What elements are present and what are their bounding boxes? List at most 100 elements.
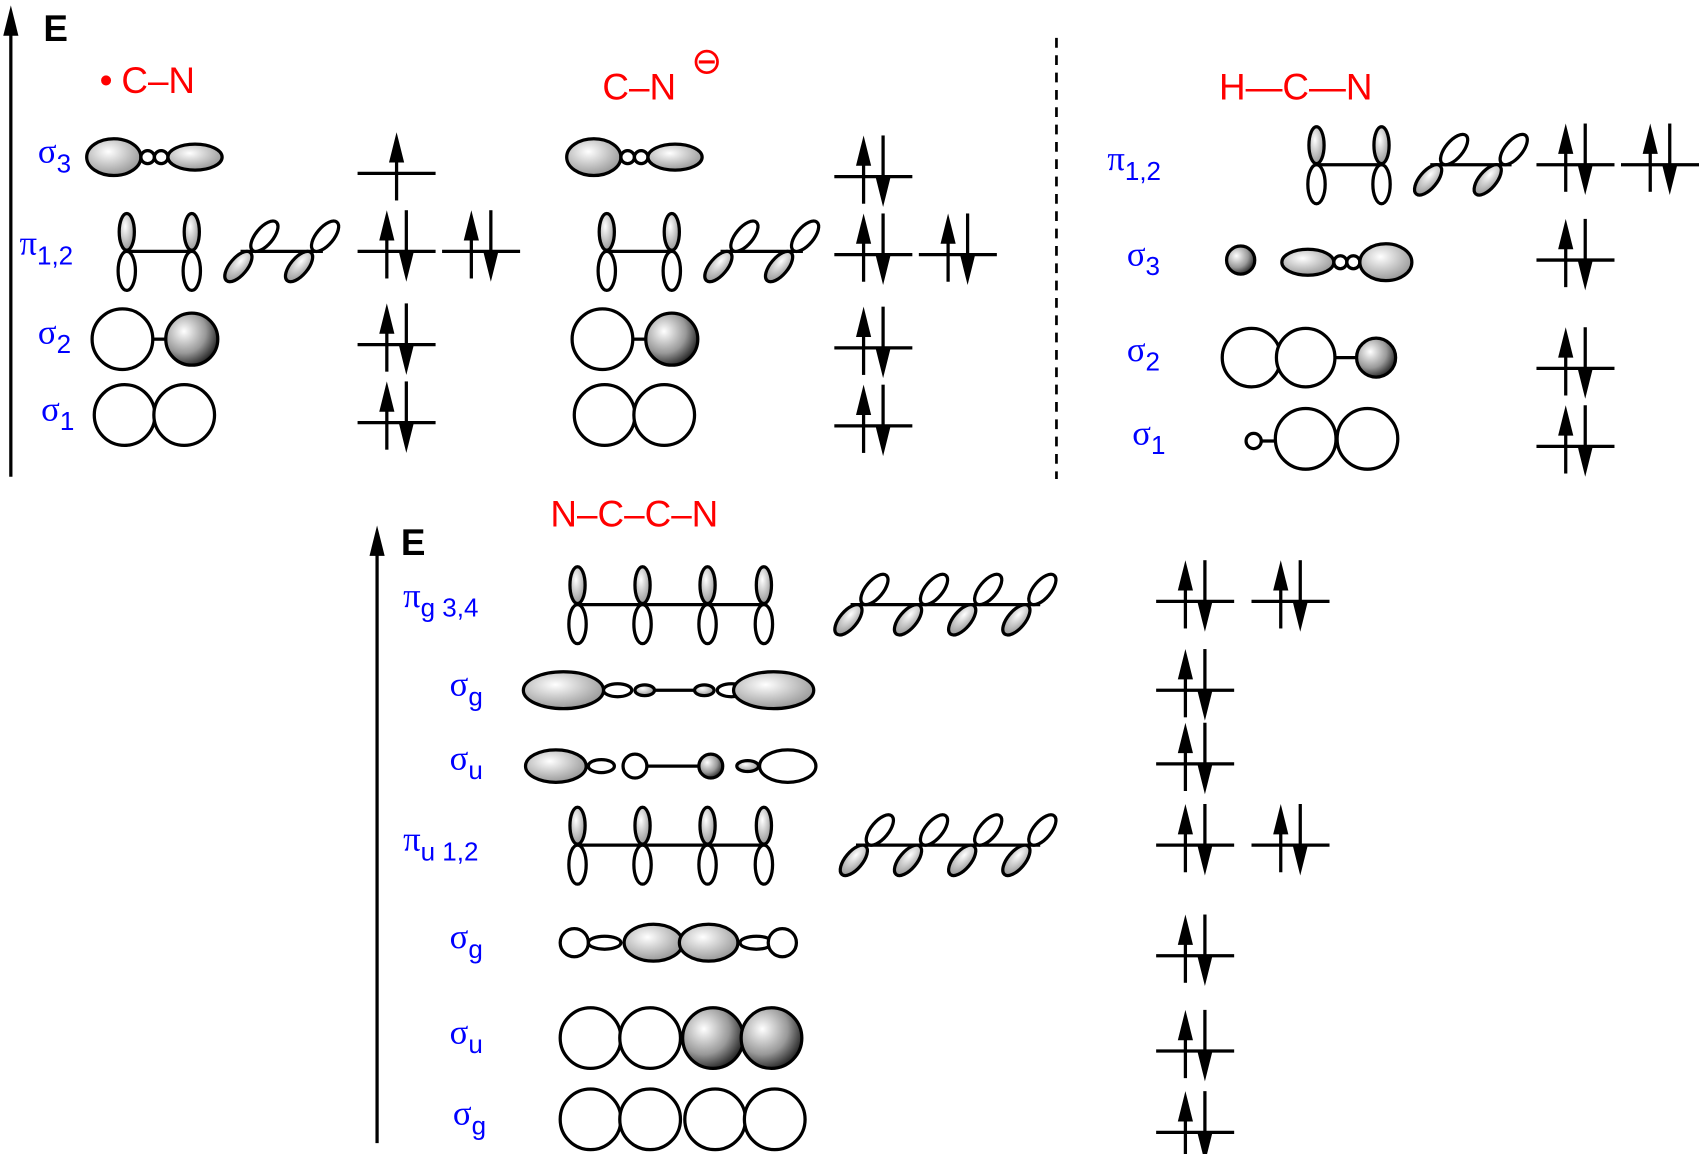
orbital-symbol: π — [403, 577, 421, 615]
sigma-lobe-icon — [166, 142, 224, 172]
tilted-p-lobe-icon — [1001, 603, 1032, 637]
tilted-p-lobe-icon — [1472, 163, 1503, 197]
orbital-subscript: g — [472, 1110, 486, 1140]
node-loop-icon — [152, 148, 170, 166]
p-orbital-lobe-icon — [1306, 163, 1327, 206]
orbital-subscript: g — [468, 934, 482, 964]
orbital-symbol: π — [20, 225, 37, 263]
orbital-subscript: u 1,2 — [421, 836, 479, 866]
spin-down-arrow-head — [1197, 1051, 1213, 1082]
filled-sphere-icon — [1224, 244, 1257, 276]
orbital-subscript: u — [468, 755, 482, 785]
tilted-p-lobe-icon — [703, 249, 734, 284]
orbital-symbol: π — [1107, 140, 1125, 178]
tilted-p-lobe-icon — [223, 249, 254, 284]
spin-up-arrow-head — [856, 384, 872, 416]
orbital-label: σ3 — [38, 133, 71, 179]
tilted-p-lobe-icon — [972, 813, 1004, 847]
orbital-symbol: σ — [450, 739, 469, 777]
p-orbital-lobe-icon — [1371, 163, 1392, 206]
orbital-subscript: 2 — [57, 329, 71, 359]
tilted-p-lobe-icon — [1027, 572, 1058, 607]
orbital-subscript: 3 — [57, 148, 71, 178]
spin-down-arrow-head — [398, 251, 414, 282]
spin-down-arrow-head — [875, 347, 891, 379]
p-orbital-lobe-icon — [662, 211, 682, 252]
energy-level — [1536, 218, 1615, 288]
orbital-symbol: σ — [1127, 331, 1146, 369]
p-orbital-lobe-icon — [753, 843, 775, 886]
energy-level — [1536, 123, 1615, 192]
orbital-label: σ2 — [38, 313, 71, 359]
tilted-p-lobe-icon — [1412, 163, 1444, 197]
orbital-symbol: σ — [38, 133, 57, 171]
tilted-p-lobe-icon — [833, 603, 864, 637]
orbital-label: σu — [450, 1013, 483, 1059]
orbital-subscript: g 3,4 — [421, 593, 479, 623]
filled-sphere-icon — [164, 311, 220, 367]
molecule-title: C–N — [602, 67, 676, 108]
energy-level — [1156, 914, 1235, 983]
p-orbital-lobe-icon — [567, 603, 588, 646]
open-sphere-icon — [558, 1087, 623, 1152]
orbital-symbol: σ — [38, 313, 57, 351]
p-orbital-lobe-icon — [753, 603, 775, 646]
tilted-p-lobe-icon — [283, 249, 315, 284]
tilted-p-lobe-icon — [729, 219, 760, 254]
energy-level — [834, 213, 913, 282]
energy-axis-label: E — [401, 522, 426, 563]
spin-down-arrow-head — [1662, 164, 1678, 196]
node-loop-icon — [619, 148, 637, 166]
open-sphere-icon — [621, 752, 649, 780]
orbital-label: σ1 — [41, 390, 74, 436]
p-orbital-lobe-icon — [1372, 125, 1391, 166]
energy-level — [834, 135, 913, 204]
molecule-title: N–C–C–N — [550, 494, 718, 535]
p-orbital-lobe-icon — [567, 843, 588, 886]
spin-up-arrow-head — [1177, 1009, 1193, 1041]
orbital-subscript: g — [468, 681, 482, 711]
orbital-subscript: 1 — [60, 406, 74, 436]
spin-down-arrow-head — [483, 251, 499, 282]
spin-up-arrow-head — [1177, 560, 1193, 591]
spin-down-arrow-head — [960, 254, 976, 285]
orbital-label: πu 1,2 — [403, 821, 478, 867]
energy-level — [1156, 649, 1235, 718]
sigma-lobe-icon — [1358, 242, 1414, 283]
open-sphere-icon — [1244, 431, 1263, 451]
spin-down-arrow-head — [1577, 368, 1593, 399]
open-sphere-icon — [1273, 406, 1338, 471]
spin-up-arrow-head — [1273, 560, 1289, 591]
spin-down-arrow-head — [1577, 260, 1593, 291]
spin-down-arrow-head — [1197, 845, 1213, 876]
spin-up-arrow-head — [1642, 123, 1658, 154]
orbital-subscript: 1,2 — [37, 240, 73, 270]
p-orbital-lobe-icon — [698, 565, 717, 606]
energy-level — [357, 303, 436, 372]
p-orbital-lobe-icon — [568, 565, 587, 606]
energy-level — [1251, 804, 1330, 873]
orbital-label: πg 3,4 — [403, 577, 478, 623]
orbital-symbol: σ — [1127, 235, 1146, 273]
p-orbital-lobe-icon — [117, 211, 136, 252]
tilted-p-lobe-icon — [763, 249, 795, 284]
orbital-symbol: σ — [450, 666, 469, 704]
tilted-p-lobe-icon — [918, 572, 950, 607]
spin-down-arrow-head — [398, 344, 414, 375]
spin-up-arrow-head — [1177, 1091, 1193, 1122]
spin-up-arrow-head — [1177, 804, 1193, 835]
tilted-p-lobe-icon — [892, 843, 924, 878]
sigma-lobe-icon — [1280, 247, 1336, 277]
spin-up-arrow-head — [856, 213, 872, 244]
tilted-p-lobe-icon — [1498, 132, 1529, 167]
lobe-icon — [521, 670, 606, 711]
orbital-label: σg — [450, 666, 483, 712]
molecule-title: H—C—N — [1219, 67, 1372, 108]
tilted-p-lobe-icon — [864, 813, 896, 847]
orbital-subscript: 1 — [1151, 430, 1165, 460]
open-sphere-icon — [152, 383, 217, 447]
p-orbital-lobe-icon — [698, 805, 717, 846]
spin-up-arrow-head — [940, 213, 956, 244]
energy-level — [1620, 123, 1699, 192]
sigma-lobe-icon — [646, 142, 704, 172]
